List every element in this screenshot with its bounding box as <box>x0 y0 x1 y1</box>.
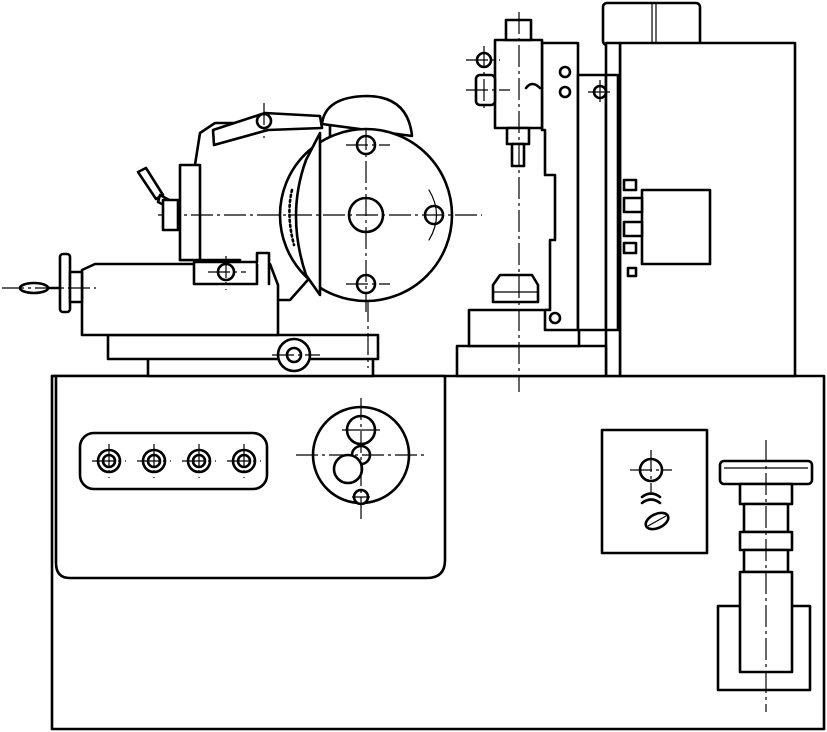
button-3 <box>182 444 216 478</box>
motor-housing <box>601 1 797 378</box>
button-2 <box>137 444 171 478</box>
gear-train-cover <box>296 398 426 520</box>
electrical-box <box>600 428 709 555</box>
button-1 <box>92 444 126 478</box>
button-group <box>78 431 269 491</box>
workpiece-column <box>455 12 620 392</box>
grinding-wheel-head <box>2 94 482 378</box>
feed-cylinder <box>716 440 814 712</box>
button-4 <box>227 444 261 478</box>
